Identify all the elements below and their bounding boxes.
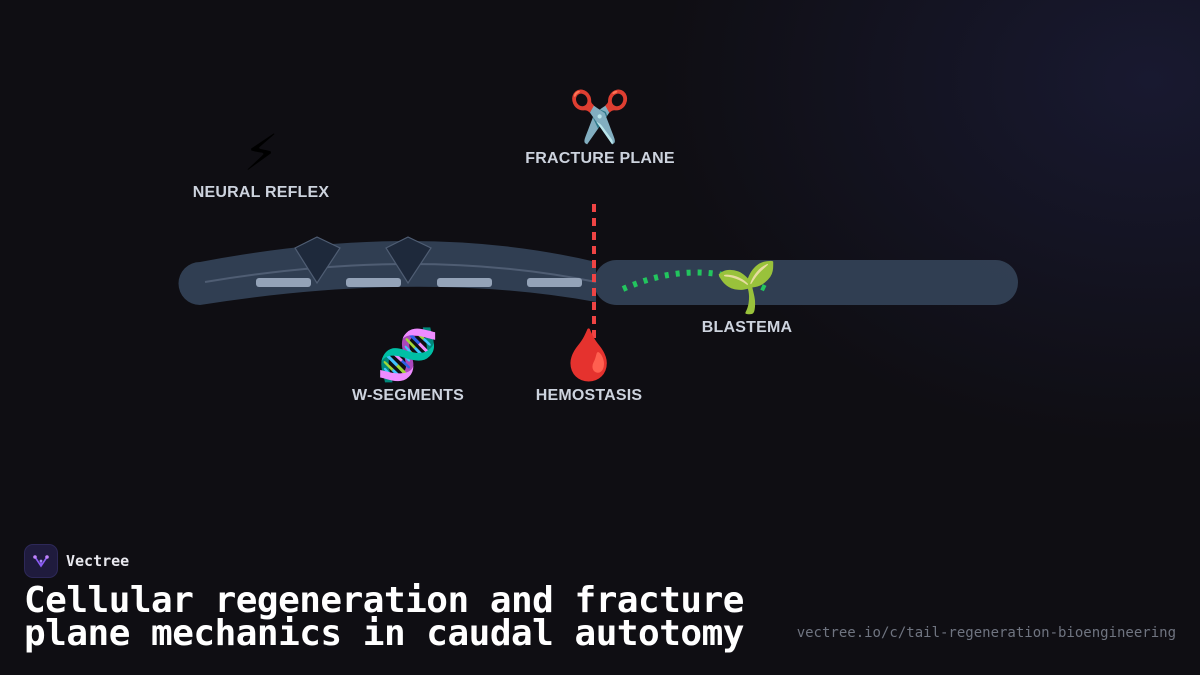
lightning-icon: ⚡ [243, 124, 279, 182]
regrowth-arc [621, 269, 772, 294]
vertebral-segment [346, 278, 401, 287]
label-neural-reflex: NEURAL REFLEX [192, 184, 330, 201]
label-fracture-plane: FRACTURE PLANE [525, 150, 675, 167]
brand-name: Vectree [66, 552, 130, 570]
label-blastema: BLASTEMA [701, 319, 793, 336]
dna-icon: 🧬 [376, 326, 440, 384]
vectree-logo-icon [24, 544, 58, 578]
page-title: Cellular regeneration and fracture plane… [24, 580, 744, 654]
seedling-icon: 🌱 [715, 258, 779, 316]
vertebral-segment [256, 278, 311, 287]
tail-original-segment [178, 241, 596, 305]
dorsal-scale [385, 236, 432, 285]
label-w-segments: W-SEGMENTS [352, 387, 464, 404]
source-url: vectree.io/c/tail-regeneration-bioengine… [796, 625, 1176, 641]
scissors-icon: ✂️ [568, 88, 632, 146]
blood-drop-icon: 🩸 [557, 326, 621, 384]
tail-regenerated-segment [594, 260, 1018, 305]
dorsal-scale [294, 236, 341, 285]
label-hemostasis: HEMOSTASIS [535, 387, 643, 404]
vertebral-segment [437, 278, 492, 287]
vertebral-segment [527, 278, 582, 287]
brand: Vectree [24, 544, 129, 578]
